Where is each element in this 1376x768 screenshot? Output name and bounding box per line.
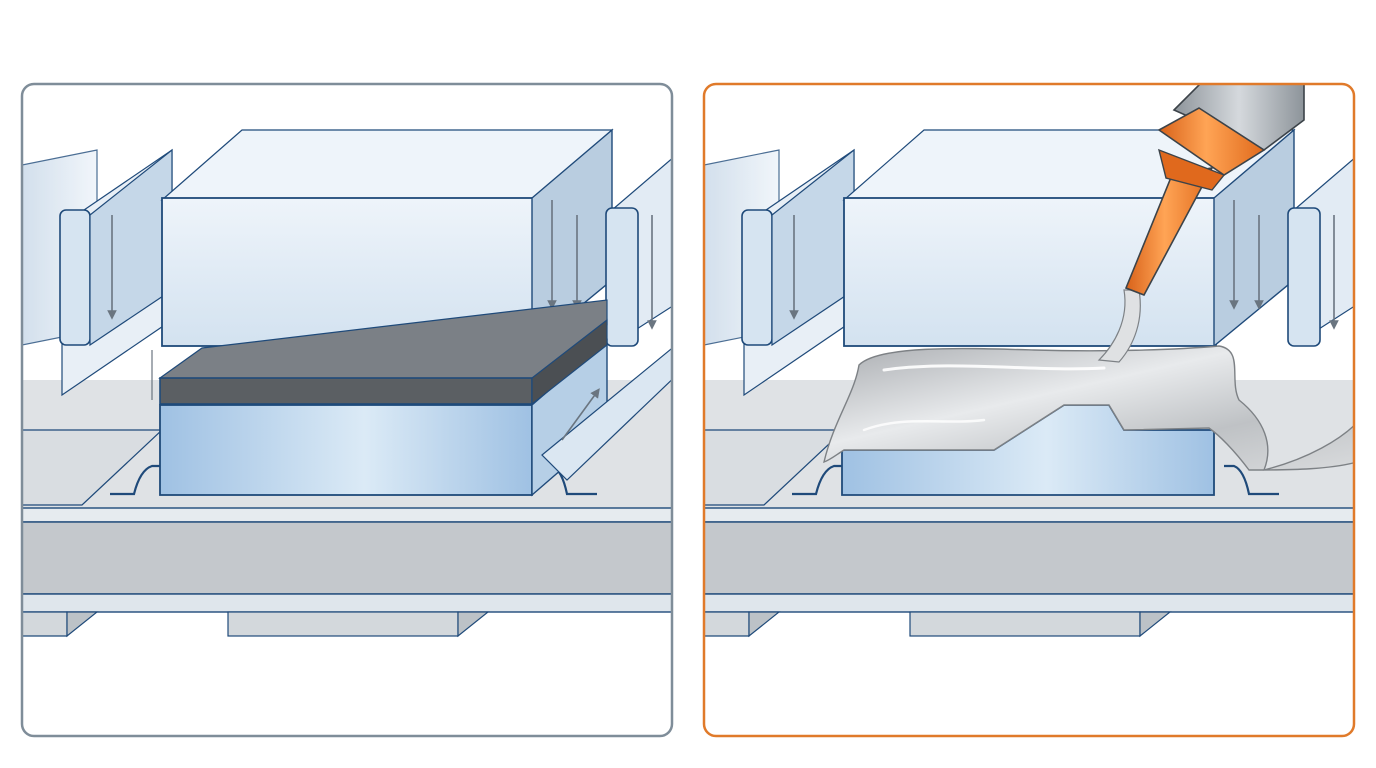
foot-left-side xyxy=(748,611,781,638)
board-body xyxy=(704,521,1354,595)
solder-lead-left xyxy=(792,464,846,496)
left-fin-plate xyxy=(59,209,91,346)
left-fin-plate xyxy=(741,209,773,346)
foot-center-side xyxy=(457,611,490,638)
panel-left xyxy=(22,84,672,736)
foot-center xyxy=(227,611,459,637)
interface-pad xyxy=(159,377,533,405)
foot-center-side xyxy=(1139,611,1172,638)
nozzle-collar xyxy=(1157,107,1266,176)
up-arrow-icon xyxy=(561,388,600,441)
board-body xyxy=(22,521,672,595)
paste-highlight xyxy=(862,418,986,432)
foot-left xyxy=(22,611,68,637)
paste-highlight xyxy=(882,364,1106,372)
right-fin-plate xyxy=(1287,207,1321,347)
panel-frame-left xyxy=(20,82,674,738)
nozzle-cone xyxy=(1157,148,1226,191)
board-bottom-plate xyxy=(704,593,1354,613)
foot-left xyxy=(704,611,750,637)
board-bottom-plate xyxy=(22,593,672,613)
component-chip xyxy=(159,404,533,496)
solder-lead-left xyxy=(110,464,164,496)
paste-bead xyxy=(1097,289,1141,363)
board-top-plate xyxy=(704,507,1354,523)
foot-center xyxy=(909,611,1141,637)
panel-frame-right xyxy=(702,82,1356,738)
board-top-plate xyxy=(22,507,672,523)
panel-right xyxy=(704,84,1354,736)
interface-pad-side xyxy=(531,318,608,406)
foot-left-side xyxy=(66,611,99,638)
gap-filler-paste xyxy=(823,345,1354,472)
right-rail xyxy=(541,338,672,481)
right-fin-plate xyxy=(605,207,639,347)
solder-lead-right xyxy=(1224,464,1279,496)
